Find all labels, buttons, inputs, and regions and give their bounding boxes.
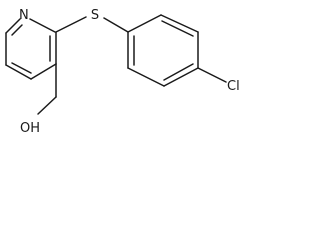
atom-label-chlorine: Cl — [227, 79, 240, 94]
bond-c5-c4-double — [11, 62, 32, 74]
bond-s-c1prime — [103, 17, 129, 33]
bond-c1p-c2p — [127, 14, 162, 33]
bond-c2p-c3p — [160, 14, 199, 33]
bond-c2-s — [55, 16, 87, 33]
bond-n1-c6-double — [11, 24, 23, 36]
atom-label-hydroxyl: OH — [20, 121, 40, 136]
bond-n1-c2 — [29, 18, 56, 33]
chlorophenyl-ring — [127, 14, 199, 87]
atom-label-sulfur: S — [91, 8, 99, 23]
bond-c4p-cl — [197, 67, 227, 83]
chemical-structure: N S Cl OH — [5, 8, 240, 136]
bond-c5-c4 — [5, 64, 32, 80]
bond-c4p-c5p-double — [163, 63, 194, 81]
bond-ch2-o — [37, 96, 57, 115]
bond-n1-c6 — [5, 18, 21, 34]
bond-c2p-c3p-double — [161, 20, 194, 37]
bond-c4-c3 — [30, 63, 57, 80]
atom-label-nitrogen: N — [19, 8, 29, 23]
bond-c5p-c6p — [127, 67, 165, 87]
pyridine-ring — [5, 18, 57, 80]
bond-c4p-c5p — [163, 67, 199, 87]
